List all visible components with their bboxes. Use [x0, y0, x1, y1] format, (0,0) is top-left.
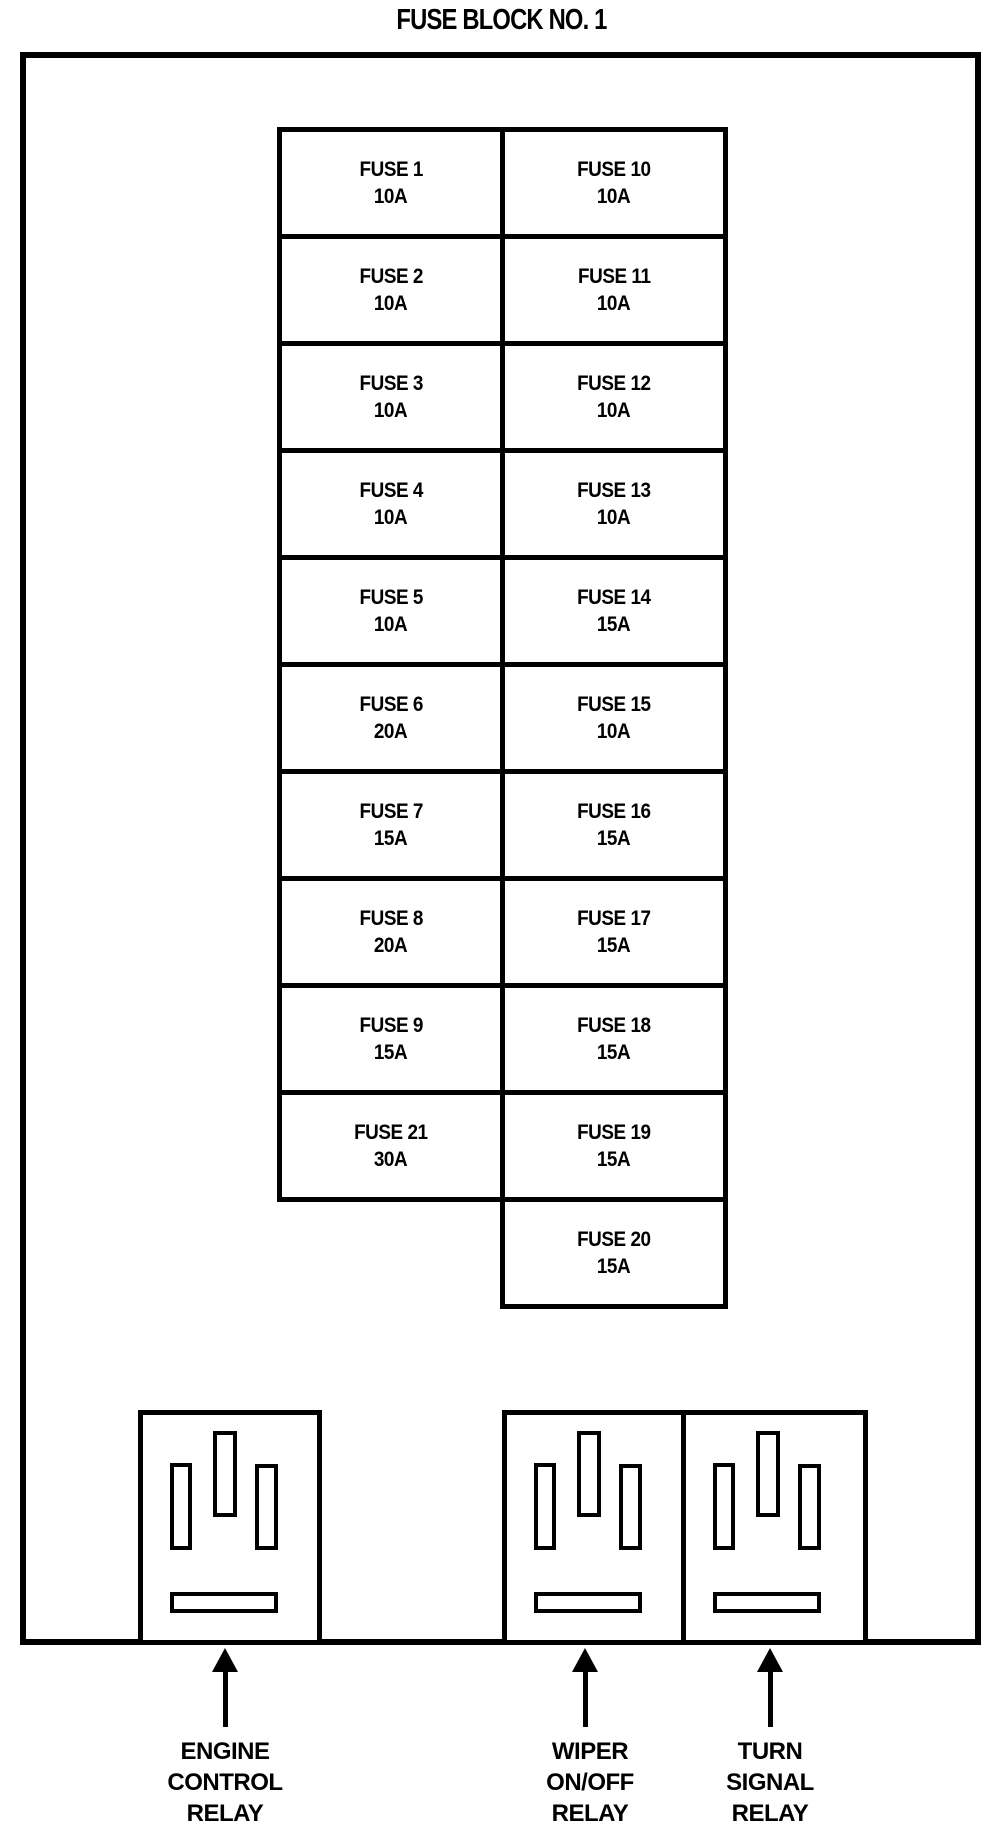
- fuse-label: FUSE 10: [577, 158, 651, 181]
- fuse-cell-21: FUSE 21 30A: [277, 1090, 505, 1202]
- relay-slot-center: [213, 1431, 237, 1517]
- turn-signal-relay-label: TURN SIGNAL RELAY: [726, 1738, 814, 1827]
- fuse-label: FUSE 19: [577, 1121, 651, 1144]
- fuse-cell-7: FUSE 7 15A: [277, 769, 505, 881]
- fuse-amperage: 15A: [597, 1041, 631, 1064]
- relay-slot-right: [619, 1464, 642, 1550]
- fuse-cell-14: FUSE 14 15A: [500, 555, 728, 667]
- fuse-column-left: FUSE 1 10A FUSE 2 10A FUSE 3 10A FUSE 4 …: [277, 127, 505, 1202]
- fuse-cell-13: FUSE 13 10A: [500, 448, 728, 560]
- fuse-cell-5: FUSE 5 10A: [277, 555, 505, 667]
- fuse-amperage: 10A: [374, 399, 408, 422]
- up-arrow-icon: [572, 1648, 598, 1728]
- fuse-amperage: 10A: [374, 185, 408, 208]
- fuse-amperage: 10A: [374, 506, 408, 529]
- turn-signal-relay-socket: [681, 1410, 868, 1645]
- fuse-amperage: 10A: [374, 613, 408, 636]
- fuse-amperage: 10A: [597, 185, 631, 208]
- fuse-label: FUSE 17: [577, 907, 651, 930]
- relay-slot-left: [713, 1463, 735, 1550]
- engine-control-relay-label: ENGINE CONTROL RELAY: [167, 1738, 283, 1827]
- fuse-amperage: 20A: [374, 934, 408, 957]
- fuse-cell-16: FUSE 16 15A: [500, 769, 728, 881]
- wiper-on-off-relay-socket: [502, 1410, 686, 1645]
- fuse-cell-3: FUSE 3 10A: [277, 341, 505, 453]
- fuse-label: FUSE 2: [359, 265, 423, 288]
- fuse-amperage: 15A: [597, 827, 631, 850]
- relay-slot-right: [798, 1464, 821, 1550]
- wiper-on-off-relay-label: WIPER ON/OFF RELAY: [546, 1738, 634, 1827]
- relay-slot-right: [255, 1464, 278, 1550]
- fuse-amperage: 15A: [374, 827, 408, 850]
- fuse-label: FUSE 6: [359, 693, 423, 716]
- up-arrow-icon: [757, 1648, 783, 1728]
- fuse-cell-11: FUSE 11 10A: [500, 234, 728, 346]
- fuse-amperage: 10A: [597, 292, 631, 315]
- relay-slot-left: [170, 1463, 192, 1550]
- fuse-cell-10: FUSE 10 10A: [500, 127, 728, 239]
- relay-slot-bottom: [534, 1592, 642, 1613]
- fuse-label: FUSE 8: [359, 907, 423, 930]
- fuse-label: FUSE 7: [359, 800, 423, 823]
- relay-slot-center: [577, 1431, 601, 1517]
- fuse-block-outline: [20, 52, 981, 1645]
- arrow-stem: [222, 1672, 228, 1727]
- arrow-head: [572, 1648, 598, 1672]
- fuse-cell-17: FUSE 17 15A: [500, 876, 728, 988]
- fuse-cell-1: FUSE 1 10A: [277, 127, 505, 239]
- fuse-cell-20: FUSE 20 15A: [500, 1197, 728, 1309]
- fuse-label: FUSE 16: [577, 800, 651, 823]
- relay-slot-left: [534, 1463, 556, 1550]
- relay-slot-bottom: [713, 1592, 821, 1613]
- fuse-cell-4: FUSE 4 10A: [277, 448, 505, 560]
- arrow-stem: [767, 1672, 773, 1727]
- fuse-label: FUSE 15: [577, 693, 651, 716]
- fuse-amperage: 20A: [374, 720, 408, 743]
- fuse-amperage: 15A: [597, 613, 631, 636]
- fuse-cell-6: FUSE 6 20A: [277, 662, 505, 774]
- fuse-label: FUSE 9: [359, 1014, 423, 1037]
- fuse-cell-19: FUSE 19 15A: [500, 1090, 728, 1202]
- relay-slot-center: [756, 1431, 780, 1517]
- fuse-column-right: FUSE 10 10A FUSE 11 10A FUSE 12 10A FUSE…: [500, 127, 728, 1309]
- fuse-cell-15: FUSE 15 10A: [500, 662, 728, 774]
- fuse-amperage: 10A: [597, 720, 631, 743]
- fuse-label: FUSE 13: [577, 479, 651, 502]
- fuse-amperage: 15A: [597, 934, 631, 957]
- arrow-head: [212, 1648, 238, 1672]
- fuse-amperage: 15A: [597, 1148, 631, 1171]
- fuse-amperage: 10A: [597, 399, 631, 422]
- fuse-label: FUSE 12: [577, 372, 651, 395]
- up-arrow-icon: [212, 1648, 238, 1728]
- fuse-label: FUSE 5: [359, 586, 423, 609]
- fuse-amperage: 10A: [597, 506, 631, 529]
- fuse-label: FUSE 18: [577, 1014, 651, 1037]
- fuse-label: FUSE 3: [359, 372, 423, 395]
- fuse-cell-18: FUSE 18 15A: [500, 983, 728, 1095]
- fuse-label: FUSE 11: [577, 265, 651, 288]
- fuse-label: FUSE 4: [359, 479, 423, 502]
- fuse-amperage: 15A: [374, 1041, 408, 1064]
- fuse-cell-12: FUSE 12 10A: [500, 341, 728, 453]
- fuse-cell-9: FUSE 9 15A: [277, 983, 505, 1095]
- diagram-title: FUSE BLOCK NO. 1: [396, 4, 607, 36]
- fuse-amperage: 30A: [374, 1148, 408, 1171]
- fuse-cell-8: FUSE 8 20A: [277, 876, 505, 988]
- fuse-label: FUSE 14: [577, 586, 651, 609]
- engine-control-relay-socket: [138, 1410, 322, 1645]
- arrow-head: [757, 1648, 783, 1672]
- fuse-label: FUSE 1: [359, 158, 423, 181]
- fuse-label: FUSE 20: [577, 1228, 651, 1251]
- arrow-stem: [582, 1672, 588, 1727]
- fuse-label: FUSE 21: [354, 1121, 428, 1144]
- fuse-amperage: 15A: [597, 1255, 631, 1278]
- relay-slot-bottom: [170, 1592, 278, 1613]
- fuse-amperage: 10A: [374, 292, 408, 315]
- fuse-cell-2: FUSE 2 10A: [277, 234, 505, 346]
